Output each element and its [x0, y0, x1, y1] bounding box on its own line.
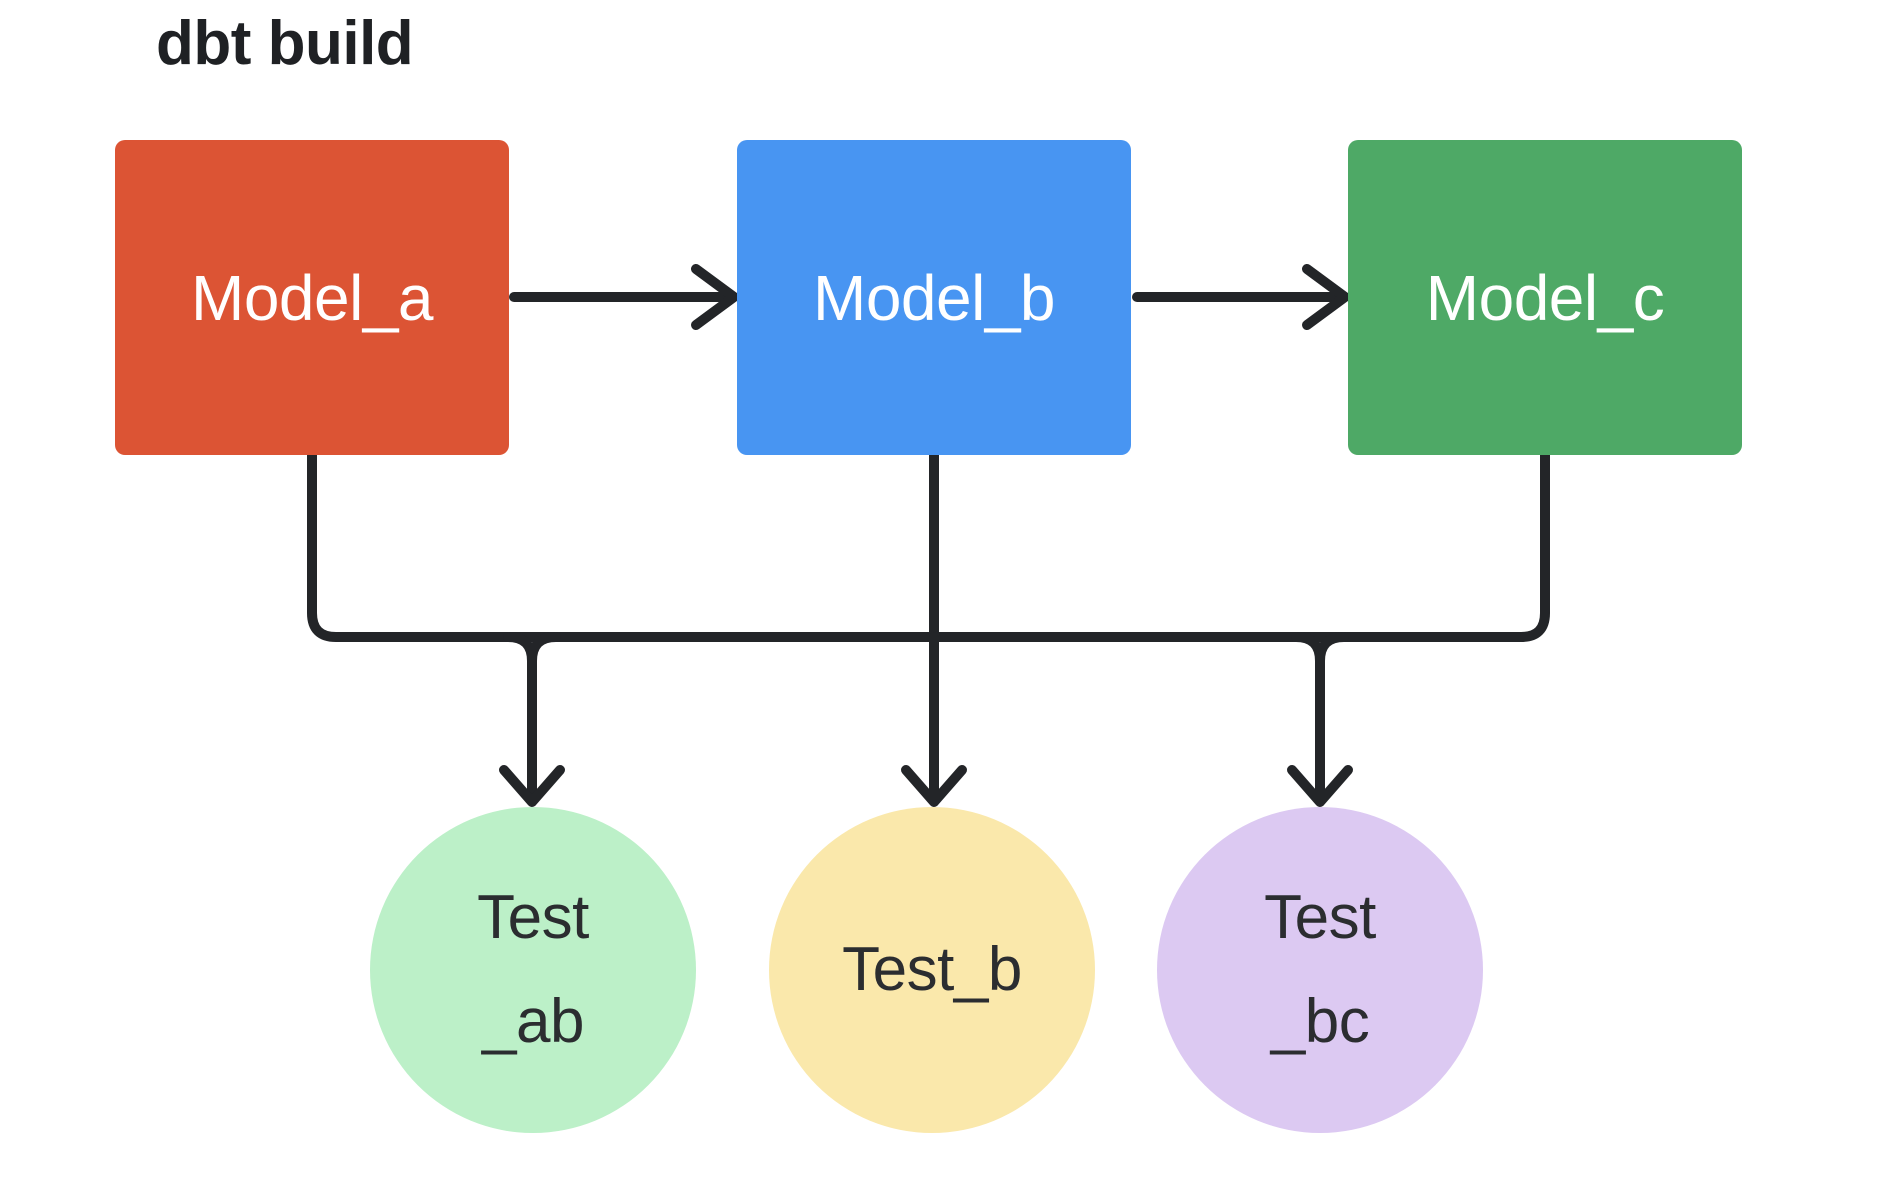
node-test-bc-label-line2: _bc: [1270, 987, 1370, 1056]
node-test-ab-label-line1: Test: [477, 883, 589, 952]
arrow-model-a-to-model-b: [509, 264, 739, 330]
node-test-ab-label-line2: _ab: [482, 987, 584, 1056]
node-model-a: Model_a: [115, 140, 509, 455]
node-test-bc-label-line1: Test: [1264, 883, 1376, 952]
node-test-bc: Test _bc: [1157, 807, 1483, 1133]
diagram-title: dbt build: [156, 9, 414, 78]
arrow-bus-to-test-bc: [1287, 632, 1353, 807]
node-model-a-label: Model_a: [191, 261, 434, 334]
node-model-c: Model_c: [1348, 140, 1742, 455]
arrow-model-b-to-model-c: [1132, 264, 1350, 330]
node-test-ab: Test _ab: [370, 807, 696, 1133]
arrow-bus-to-test-b: [901, 632, 967, 807]
bus-connector: [307, 450, 1550, 642]
node-model-b: Model_b: [737, 140, 1131, 455]
node-model-c-label: Model_c: [1425, 261, 1665, 334]
node-model-b-label: Model_b: [813, 261, 1056, 334]
node-test-b: Test_b: [769, 807, 1095, 1133]
arrow-bus-to-test-ab: [499, 632, 565, 807]
node-test-b-label: Test_b: [842, 935, 1022, 1004]
